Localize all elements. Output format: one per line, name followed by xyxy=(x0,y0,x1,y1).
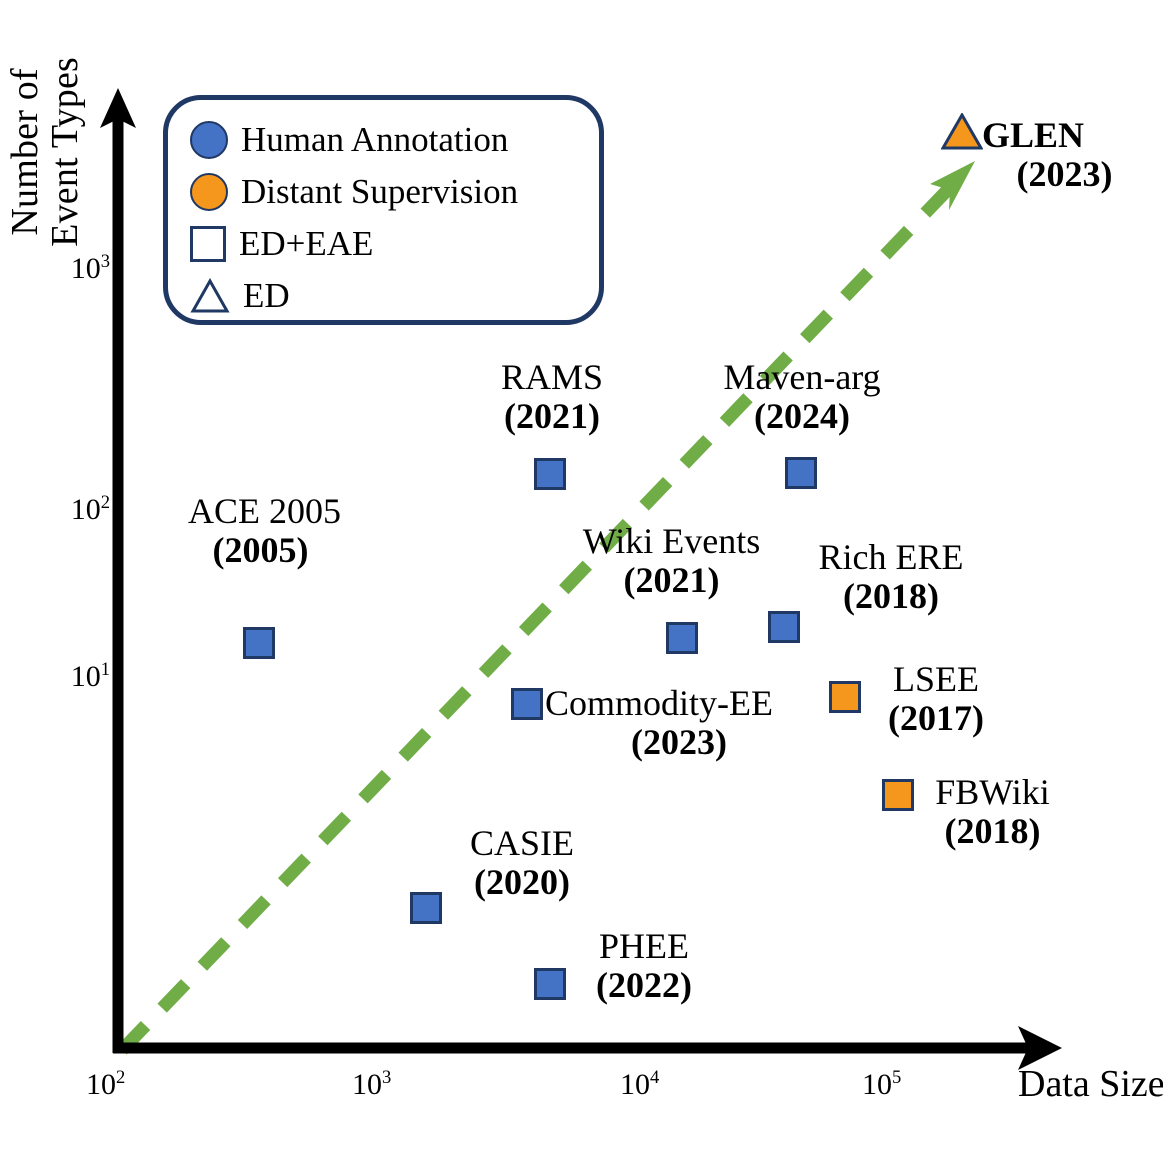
point-name: Commodity-EE xyxy=(545,683,773,723)
point-name: Maven-arg xyxy=(723,357,881,397)
point-label-glen: GLEN (2023) xyxy=(982,116,1157,194)
legend-item-distant-supervision: Distant Supervision xyxy=(190,166,599,218)
legend-label: ED xyxy=(243,276,290,315)
y-tick-10: 101 xyxy=(70,659,110,693)
point-label-rich-ere: Rich ERE (2018) xyxy=(806,538,976,616)
point-label-fbwiki: FBWiki (2018) xyxy=(915,773,1070,851)
point-label-ace-2005: ACE 2005 (2005) xyxy=(188,492,341,570)
point-name: FBWiki xyxy=(935,772,1050,812)
legend-label: Human Annotation xyxy=(241,120,509,159)
point-name: Wiki Events xyxy=(582,521,761,561)
x-tick-10000: 104 xyxy=(620,1067,660,1101)
point-name: RAMS xyxy=(500,357,604,397)
point-label-wiki-events: Wiki Events (2021) xyxy=(564,522,779,600)
x-tick-100: 102 xyxy=(86,1067,126,1101)
point-label-maven-arg: Maven-arg (2024) xyxy=(716,358,888,436)
point-year: (2018) xyxy=(843,575,939,616)
x-tick-100000: 105 xyxy=(862,1067,902,1101)
point-year: (2024) xyxy=(754,395,850,436)
point-year: (2023) xyxy=(631,721,727,762)
point-marker-phee[interactable] xyxy=(534,968,566,1000)
point-marker-glen[interactable] xyxy=(941,113,983,151)
point-name: ACE 2005 xyxy=(188,491,341,531)
point-marker-maven-arg[interactable] xyxy=(785,457,817,489)
point-year: (2022) xyxy=(596,964,692,1005)
orange-circle-icon xyxy=(190,173,228,211)
point-marker-commodity-ee[interactable] xyxy=(511,688,543,720)
point-year: (2021) xyxy=(623,559,720,600)
point-label-casie: CASIE (2020) xyxy=(447,824,597,902)
point-name: LSEE xyxy=(893,659,979,699)
x-tick-1000: 103 xyxy=(352,1067,392,1101)
y-tick-100: 102 xyxy=(70,492,110,526)
blue-circle-icon xyxy=(190,121,228,159)
point-year: (2020) xyxy=(474,861,570,902)
point-year: (2017) xyxy=(888,697,984,738)
legend-label: ED+EAE xyxy=(239,224,374,263)
point-marker-rams[interactable] xyxy=(534,458,566,490)
point-marker-casie[interactable] xyxy=(410,892,442,924)
open-square-icon xyxy=(190,226,226,262)
y-tick-1000: 103 xyxy=(70,251,110,285)
x-axis xyxy=(113,1026,1062,1070)
y-axis-label: Number of Event Types xyxy=(4,56,86,247)
legend-label: Distant Supervision xyxy=(241,172,519,211)
point-marker-ace-2005[interactable] xyxy=(243,627,275,659)
legend: Human Annotation Distant Supervision ED+… xyxy=(163,95,604,325)
point-name: Rich ERE xyxy=(818,537,964,577)
point-year: (2018) xyxy=(944,810,1041,851)
y-axis xyxy=(100,88,136,1053)
point-label-rams: RAMS (2021) xyxy=(482,358,622,436)
point-name: CASIE xyxy=(469,823,574,863)
point-year: (2021) xyxy=(504,395,600,436)
point-year: (2023) xyxy=(1016,153,1113,194)
open-triangle-icon xyxy=(190,278,230,313)
point-marker-lsee[interactable] xyxy=(829,681,861,713)
point-label-phee: PHEE (2022) xyxy=(574,927,714,1005)
point-name: PHEE xyxy=(599,926,689,966)
point-marker-rich-ere[interactable] xyxy=(768,611,800,643)
point-label-commodity-ee: Commodity-EE (2023) xyxy=(545,684,825,762)
point-year: (2005) xyxy=(212,529,309,570)
point-label-lsee: LSEE (2017) xyxy=(872,660,1000,738)
point-marker-fbwiki[interactable] xyxy=(882,779,914,811)
legend-item-ed-eae: ED+EAE xyxy=(190,218,599,270)
legend-item-ed: ED xyxy=(190,270,599,322)
x-axis-label: Data Size xyxy=(1018,1063,1163,1105)
point-marker-wiki-events[interactable] xyxy=(666,622,698,654)
point-name: GLEN xyxy=(982,115,1085,155)
legend-item-human-annotation: Human Annotation xyxy=(190,114,599,166)
